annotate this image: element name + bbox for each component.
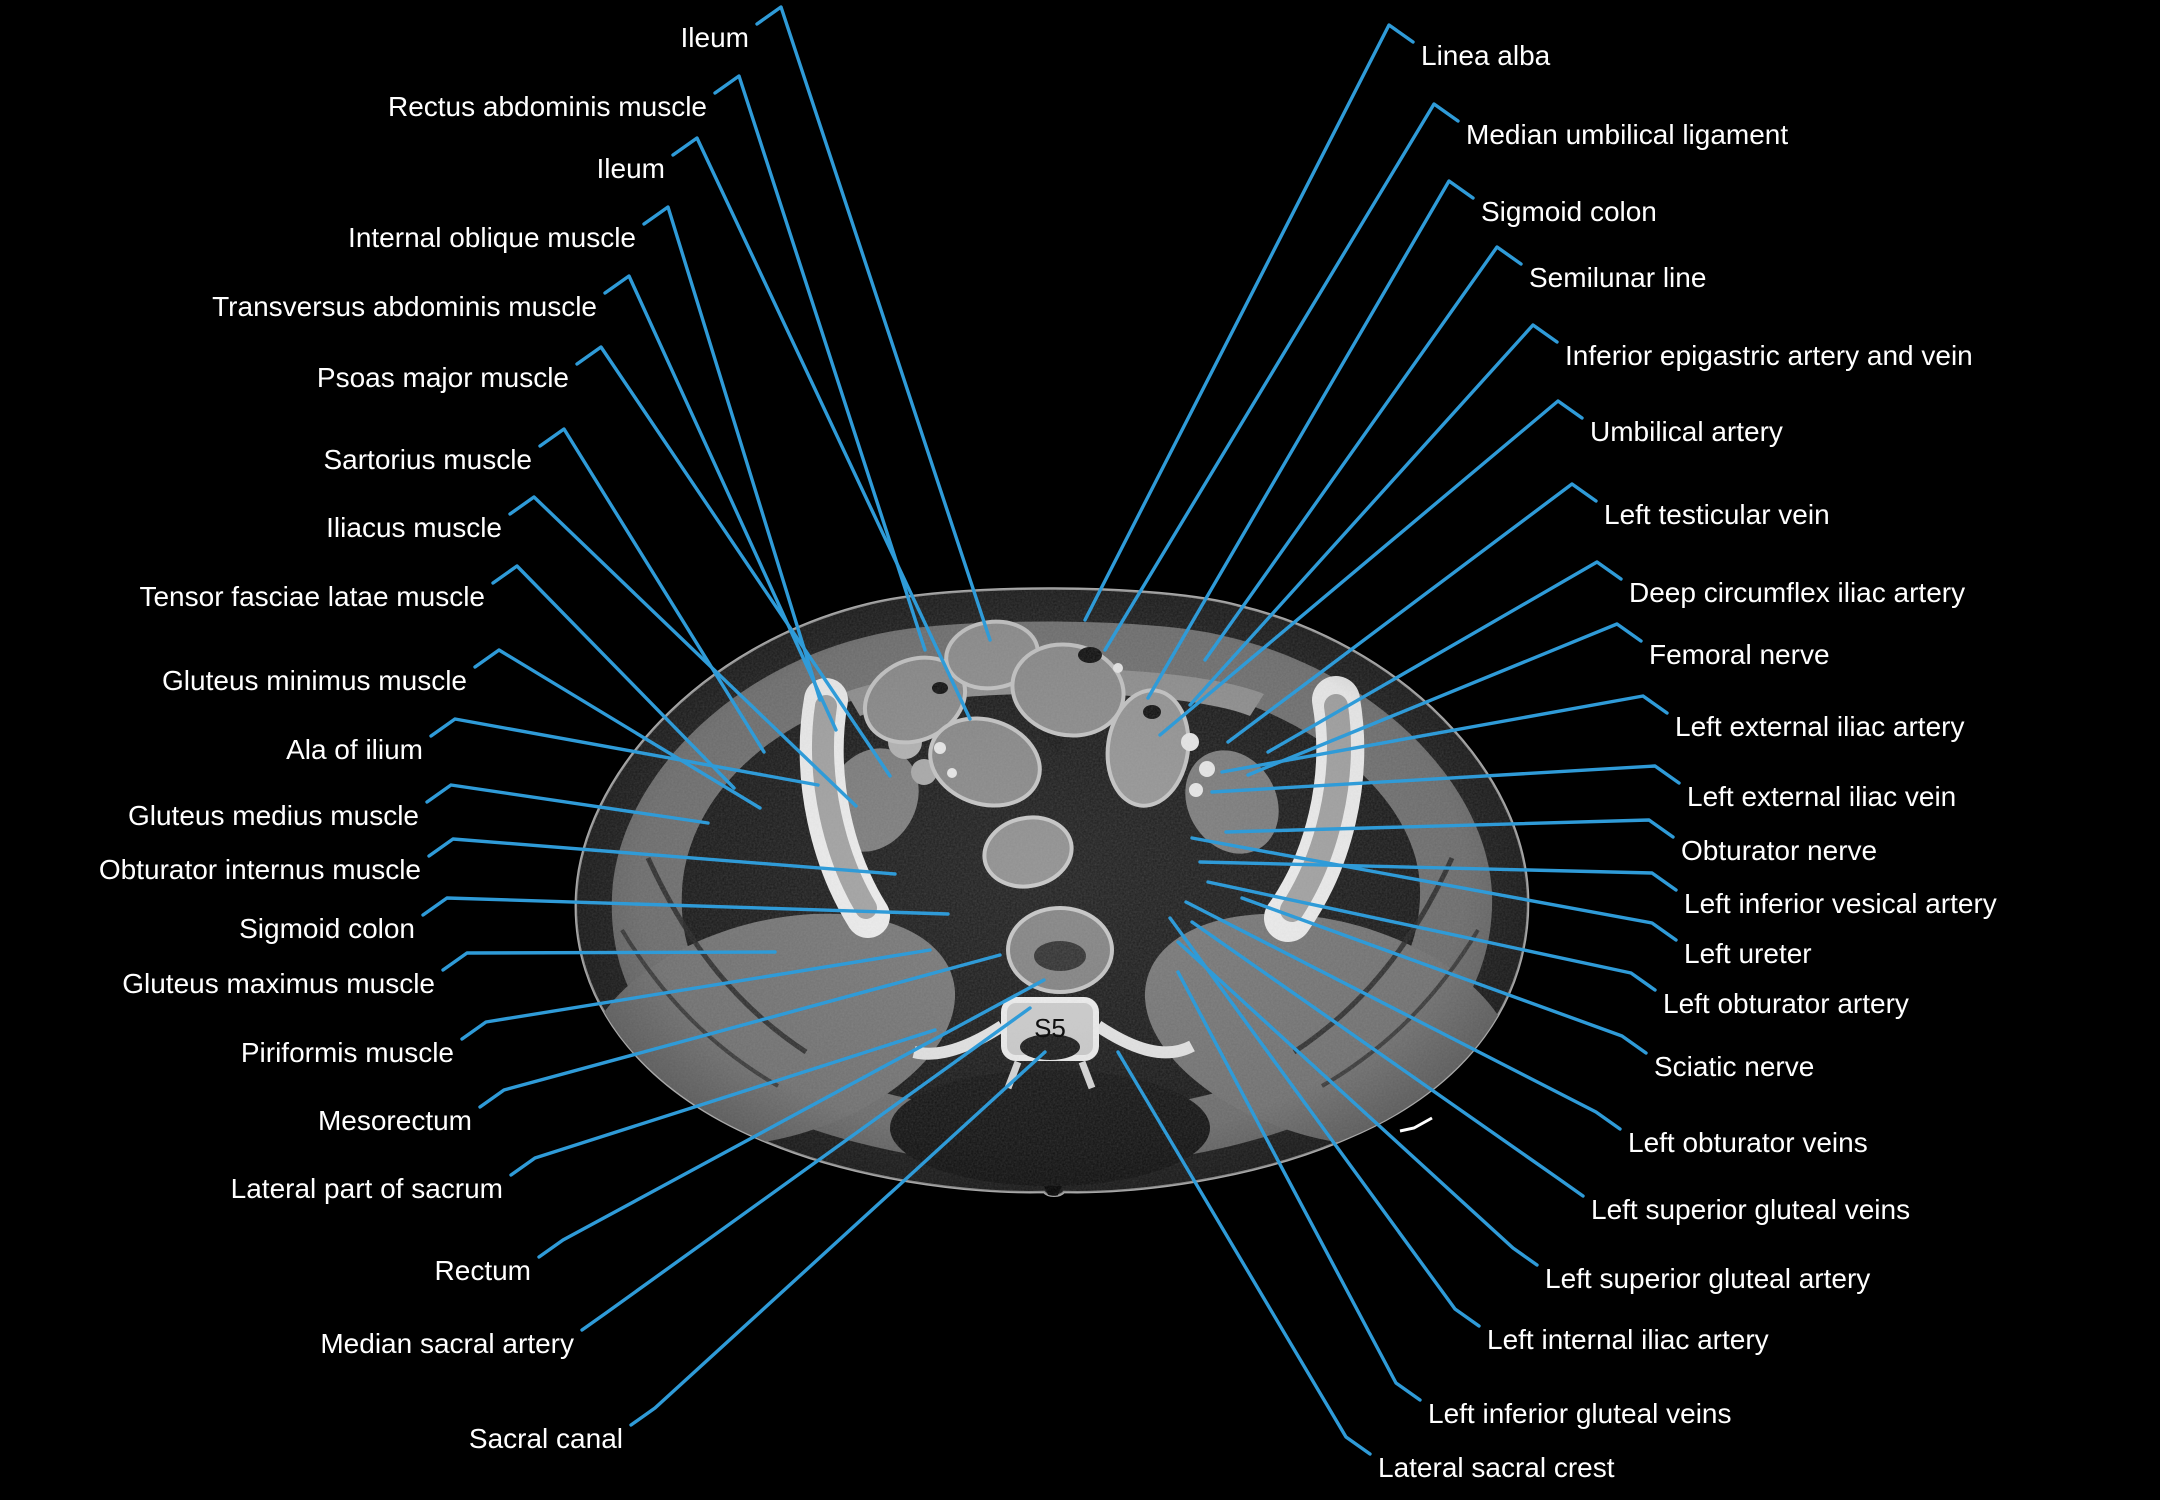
label-gluteus-minimus-muscle: Gluteus minimus muscle — [162, 665, 467, 696]
leader-line-lateral-sacral-crest — [1116, 1050, 1372, 1456]
leader-line-umbilical-artery — [1158, 399, 1584, 737]
label-left-external-iliac-artery: Left external iliac artery — [1675, 711, 1964, 742]
label-psoas-major-muscle: Psoas major muscle — [317, 362, 569, 393]
label-left-obturator-artery: Left obturator artery — [1663, 988, 1909, 1019]
leader-line-median-umbilical-ligament — [1103, 102, 1460, 652]
leader-line-left-testicular-vein — [1226, 482, 1598, 744]
label-left-external-iliac-vein: Left external iliac vein — [1687, 781, 1956, 812]
label-lateral-part-of-sacrum: Lateral part of sacrum — [231, 1173, 503, 1204]
label-obturator-internus-muscle: Obturator internus muscle — [99, 854, 421, 885]
label-internal-oblique-muscle: Internal oblique muscle — [348, 222, 636, 253]
leader-line-lateral-part-of-sacrum — [509, 1028, 937, 1177]
label-left-obturator-veins: Left obturator veins — [1628, 1127, 1868, 1158]
leader-line-sciatic-nerve — [1240, 896, 1648, 1055]
leader-line-left-ureter — [1190, 836, 1678, 942]
label-mesorectum: Mesorectum — [318, 1105, 472, 1136]
leader-line-mesorectum — [478, 953, 1002, 1109]
label-left-testicular-vein: Left testicular vein — [1604, 499, 1830, 530]
leader-line-deep-circumflex-iliac-artery — [1266, 560, 1623, 754]
ct-artifact-mark — [1399, 1116, 1433, 1133]
leader-line-left-obturator-artery — [1206, 880, 1657, 992]
label-left-ureter: Left ureter — [1684, 938, 1812, 969]
leader-line-left-obturator-veins — [1184, 900, 1622, 1131]
leader-line-psoas-major-muscle — [575, 345, 892, 778]
leader-line-obturator-nerve — [1224, 818, 1675, 839]
leader-line-sacral-canal — [629, 1050, 1047, 1427]
label-gluteus-medius-muscle: Gluteus medius muscle — [128, 800, 419, 831]
leader-line-obturator-internus-muscle — [427, 837, 897, 876]
label-rectus-abdominis-muscle: Rectus abdominis muscle — [388, 91, 707, 122]
leader-line-ileum-2 — [671, 136, 972, 721]
ct-image: S5 — [574, 587, 1530, 1197]
leader-line-sigmoid-colon-2 — [1146, 179, 1475, 700]
leader-line-internal-oblique-muscle — [642, 205, 822, 702]
label-lateral-sacral-crest: Lateral sacral crest — [1378, 1452, 1615, 1483]
label-left-inferior-gluteal-veins: Left inferior gluteal veins — [1428, 1398, 1732, 1429]
label-obturator-nerve: Obturator nerve — [1681, 835, 1877, 866]
leader-line-sigmoid-colon — [421, 896, 950, 917]
leader-line-ileum — [755, 5, 992, 642]
leader-line-median-sacral-artery — [580, 1006, 1032, 1332]
leader-line-rectum — [537, 978, 1046, 1259]
label-linea-alba: Linea alba — [1421, 40, 1551, 71]
label-median-umbilical-ligament: Median umbilical ligament — [1466, 119, 1788, 150]
label-sartorius-muscle: Sartorius muscle — [323, 444, 532, 475]
label-femoral-nerve: Femoral nerve — [1649, 639, 1830, 670]
leader-line-gluteus-medius-muscle — [425, 783, 710, 825]
leader-line-gluteus-minimus-muscle — [473, 648, 762, 810]
leader-line-left-external-iliac-artery — [1220, 694, 1669, 774]
label-inferior-epigastric-artery-and-vein: Inferior epigastric artery and vein — [1565, 340, 1973, 371]
leader-line-linea-alba — [1083, 23, 1415, 622]
label-median-sacral-artery: Median sacral artery — [320, 1328, 574, 1359]
label-left-superior-gluteal-artery: Left superior gluteal artery — [1545, 1263, 1870, 1294]
leader-line-femoral-nerve — [1246, 622, 1643, 777]
label-tensor-fasciae-latae-muscle: Tensor fasciae latae muscle — [139, 581, 485, 612]
label-deep-circumflex-iliac-artery: Deep circumflex iliac artery — [1629, 577, 1965, 608]
label-left-inferior-vesical-artery: Left inferior vesical artery — [1684, 888, 1997, 919]
leader-line-rectus-abdominis-muscle — [713, 74, 927, 652]
leader-line-inferior-epigastric-artery-and-vein — [1188, 323, 1559, 707]
leader-line-left-inferior-gluteal-veins — [1176, 970, 1422, 1402]
leader-line-left-superior-gluteal-artery — [1176, 940, 1539, 1267]
label-gluteus-maximus-muscle: Gluteus maximus muscle — [122, 968, 435, 999]
leader-line-sartorius-muscle — [538, 427, 766, 754]
label-transversus-abdominis-muscle: Transversus abdominis muscle — [212, 291, 597, 322]
label-semilunar-line: Semilunar line — [1529, 262, 1706, 293]
label-left-superior-gluteal-veins: Left superior gluteal veins — [1591, 1194, 1910, 1225]
label-ileum: Ileum — [681, 22, 749, 53]
leader-line-left-external-iliac-vein — [1210, 764, 1681, 794]
leader-line-iliacus-muscle — [508, 495, 858, 808]
label-ileum-2: Ileum — [597, 153, 665, 184]
label-iliacus-muscle: Iliacus muscle — [326, 512, 502, 543]
label-sacral-canal: Sacral canal — [469, 1423, 623, 1454]
label-sigmoid-colon-2: Sigmoid colon — [1481, 196, 1657, 227]
label-left-internal-iliac-artery: Left internal iliac artery — [1487, 1324, 1769, 1355]
label-umbilical-artery: Umbilical artery — [1590, 416, 1783, 447]
leader-line-semilunar-line — [1203, 245, 1523, 662]
label-rectum: Rectum — [435, 1255, 531, 1286]
leader-line-transversus-abdominis-muscle — [603, 274, 838, 732]
s5-vertebra-marker: S5 — [1034, 1013, 1066, 1043]
label-ala-of-ilium: Ala of ilium — [286, 734, 423, 765]
label-sigmoid-colon: Sigmoid colon — [239, 913, 415, 944]
leader-line-gluteus-maximus-muscle — [441, 950, 777, 972]
leader-line-left-internal-iliac-artery — [1168, 916, 1481, 1328]
label-piriformis-muscle: Piriformis muscle — [241, 1037, 454, 1068]
leader-lines — [421, 5, 1681, 1456]
leader-line-piriformis-muscle — [460, 948, 932, 1041]
leader-line-left-superior-gluteal-veins — [1190, 920, 1585, 1198]
label-sciatic-nerve: Sciatic nerve — [1654, 1051, 1814, 1082]
leader-line-tensor-fasciae-latae-muscle — [491, 564, 736, 790]
leader-line-ala-of-ilium — [429, 717, 820, 787]
